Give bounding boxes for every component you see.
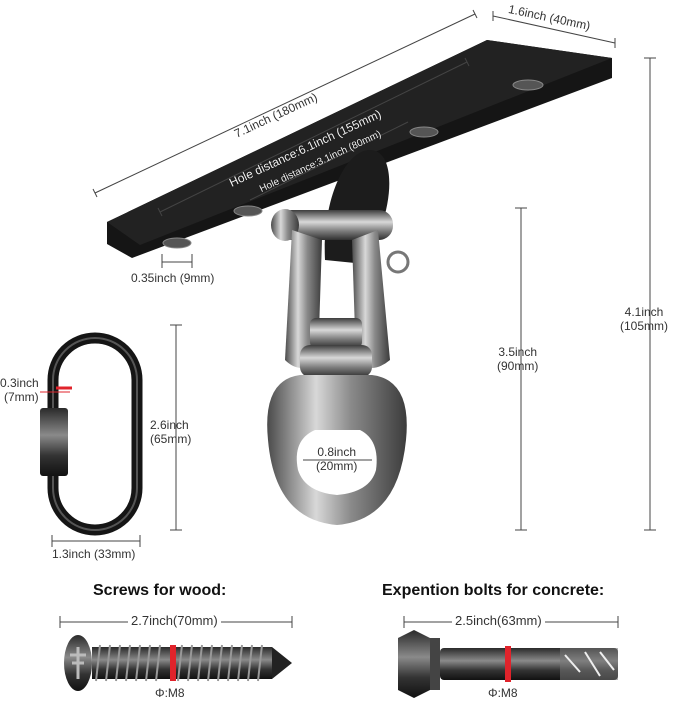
- carabiner-wire-inch: 0.3inch: [0, 376, 39, 390]
- screw-thread-label: Φ:M8: [155, 686, 185, 700]
- total-height-label: 4.1inch (105mm): [620, 305, 668, 333]
- bolt-title: Expention bolts for concrete:: [382, 582, 605, 599]
- carabiner-height-inch: 2.6inch: [150, 418, 189, 432]
- total-height-inch: 4.1inch: [624, 305, 664, 319]
- carabiner-height-label: 2.6inch (65mm): [150, 418, 191, 446]
- carabiner-height-mm: (65mm): [150, 432, 192, 446]
- screw-title: Screws for wood:: [93, 582, 227, 599]
- carabiner-wire-label: 0.3inch (7mm): [0, 376, 39, 404]
- wood-screw: [64, 635, 292, 691]
- expansion-bolt: [398, 630, 618, 698]
- carabiner: [40, 332, 143, 536]
- total-height-mm: (105mm): [620, 319, 669, 333]
- ring-inner-mm: (20mm): [316, 459, 358, 473]
- screw-length-label: 2.7inch(70mm): [128, 614, 221, 628]
- mounting-plate: [107, 40, 612, 258]
- swivel-height-mm: (90mm): [497, 359, 539, 373]
- carabiner-wire-mm: (7mm): [4, 390, 39, 404]
- carabiner-width-label: 1.3inch (33mm): [52, 547, 136, 561]
- swivel-height-inch: 3.5inch: [498, 345, 538, 359]
- hole-diameter-label: 0.35inch (9mm): [131, 271, 215, 285]
- ring-inner-inch: 0.8inch: [317, 445, 357, 459]
- swivel-height-label: 3.5inch (90mm): [497, 345, 538, 373]
- bolt-thread-label: Φ:M8: [488, 686, 518, 700]
- ring-inner-label: 0.8inch (20mm): [316, 445, 357, 473]
- bolt-length-label: 2.5inch(63mm): [452, 614, 545, 628]
- swivel-hook: [267, 150, 410, 525]
